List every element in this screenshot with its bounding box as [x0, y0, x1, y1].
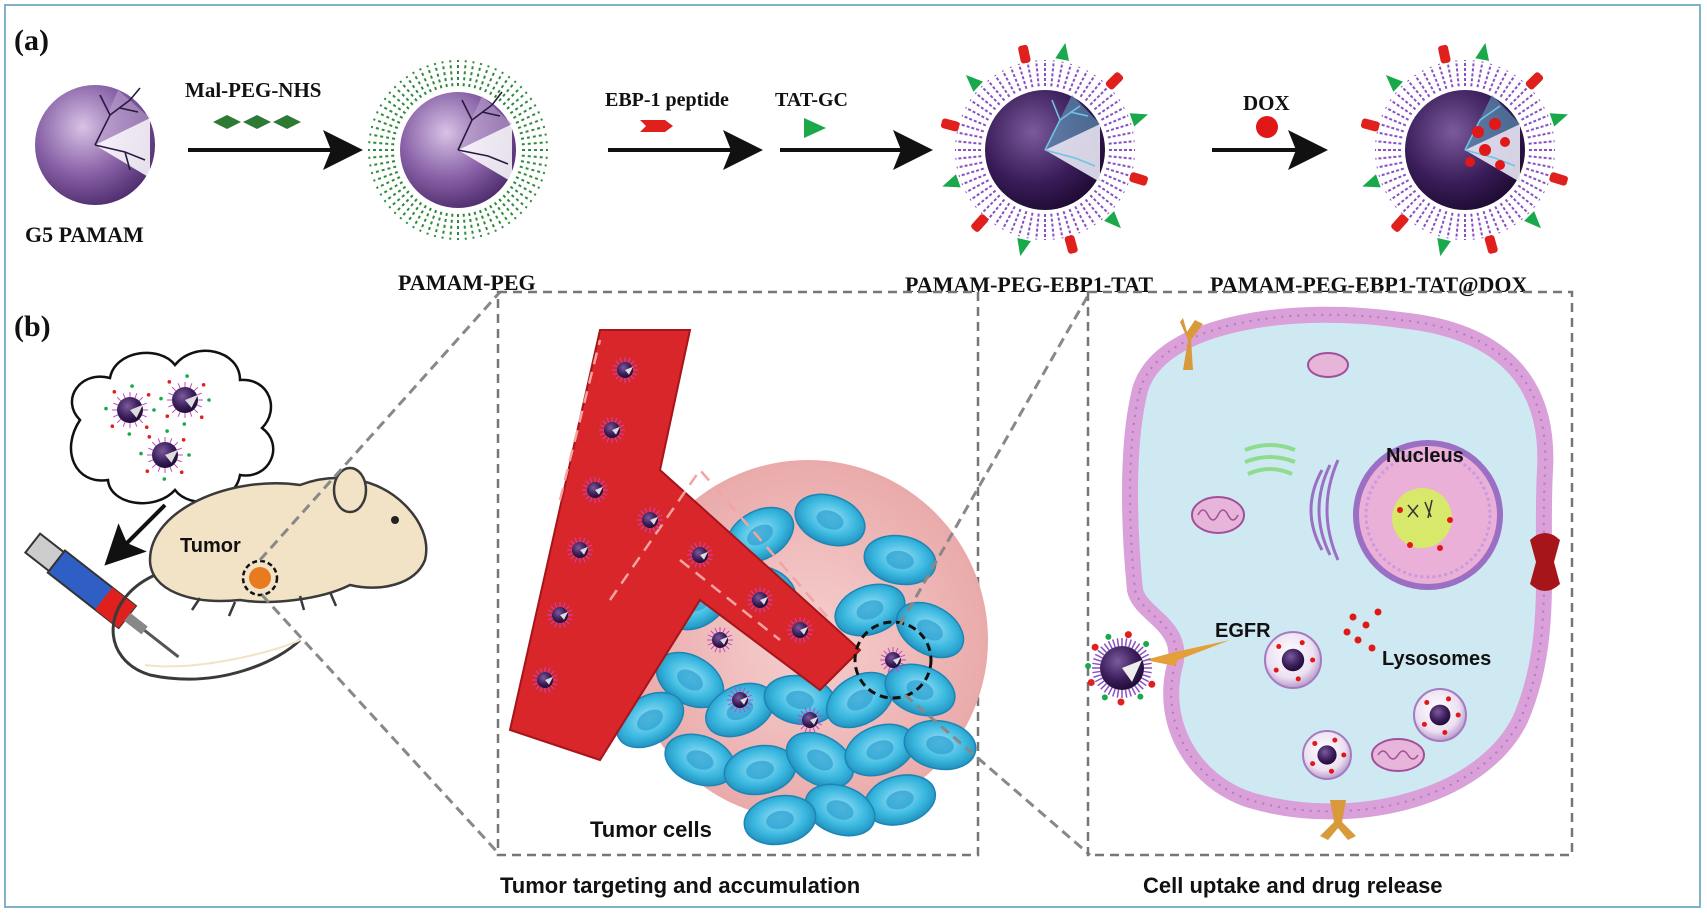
membrane-receptor-top — [1180, 318, 1203, 370]
pamam-peg-sphere — [400, 91, 516, 208]
figure-border — [4, 4, 1701, 908]
product1-label: PAMAM-PEG — [398, 270, 536, 295]
tumor-site-marker — [241, 559, 279, 597]
mitochondrion-bottom — [1371, 738, 1425, 772]
docking-nanoparticle — [1085, 631, 1156, 706]
released-dox — [1343, 608, 1382, 652]
step4-reagent-label: DOX — [1243, 91, 1290, 115]
cell-uptake-box — [1086, 290, 1574, 857]
peg-halo-green — [368, 60, 548, 240]
golgi-organelle — [1244, 443, 1296, 476]
zoom-line-upper — [258, 290, 502, 562]
tumor-label: Tumor — [180, 535, 241, 557]
pamam-peg-ebp1-tat-dox-sphere — [1405, 90, 1525, 210]
pamam-peg-ebp1-tat-sphere — [985, 90, 1105, 210]
nucleus-label: Nucleus — [1386, 445, 1464, 467]
membrane-channel-right — [1530, 533, 1560, 591]
zoom-line-right-upper — [898, 291, 1092, 626]
lysosomes-label: Lysosomes — [1382, 648, 1491, 670]
product2-label: PAMAM-PEG-EBP1-TAT — [905, 272, 1153, 297]
peg-halo-purple-dox — [1360, 42, 1569, 257]
nucleus — [1353, 440, 1503, 590]
syringe-icon — [23, 532, 180, 659]
mitochondrion-left — [1191, 496, 1245, 534]
caption-right: Cell uptake and drug release — [1143, 873, 1443, 898]
panel-a-label: (a) — [14, 24, 49, 57]
blood-vessel — [508, 329, 906, 762]
panel-b-label: (b) — [14, 310, 51, 343]
mouse-illustration — [111, 466, 428, 681]
tumor-targeting-box — [496, 290, 980, 857]
cell-illustration — [1122, 306, 1554, 820]
injection-arrow — [104, 503, 167, 566]
peg-halo-purple — [940, 42, 1149, 257]
egfr-receptor — [1145, 640, 1230, 666]
product0-label: G5 PAMAM — [25, 222, 144, 247]
tumor-cells-label: Tumor cells — [590, 817, 712, 842]
nanoparticle-cloud — [69, 349, 275, 505]
membrane-receptor-bottom — [1320, 800, 1356, 840]
tat-icon — [804, 118, 826, 138]
zoom-circle-cell — [853, 620, 933, 700]
egfr-label: EGFR — [1215, 620, 1271, 642]
product3-label: PAMAM-PEG-EBP1-TAT@DOX — [1210, 272, 1528, 297]
step3-reagent-label: TAT-GC — [775, 89, 848, 111]
endoplasmic-reticulum — [1309, 459, 1340, 561]
peptide-icon — [640, 120, 673, 132]
step2-reagent-label: EBP-1 peptide — [605, 89, 729, 111]
caption-middle: Tumor targeting and accumulation — [500, 873, 860, 898]
zoom-line-right-lower — [904, 693, 1091, 857]
g5-pamam-sphere — [35, 85, 155, 205]
zoom-line-lower — [260, 593, 502, 857]
lysosomes-group — [1264, 631, 1467, 780]
step1-reagent-label: Mal-PEG-NHS — [185, 78, 322, 102]
peg-diamonds-icon — [213, 115, 301, 129]
mitochondrion-top — [1307, 352, 1349, 378]
dox-icon — [1256, 116, 1278, 138]
